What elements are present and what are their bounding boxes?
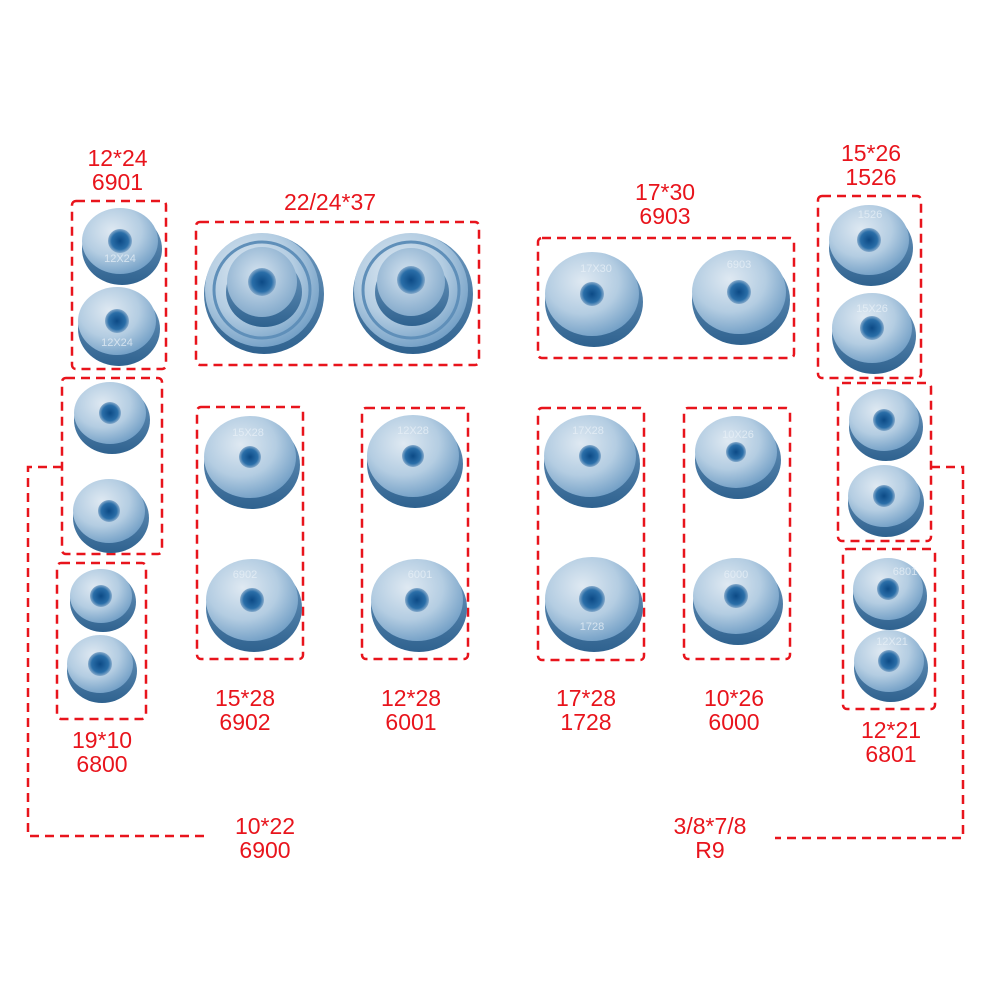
label-6901-size: 12*24: [87, 145, 148, 171]
adapter-1526-bottom: 15X26: [832, 293, 916, 374]
svg-text:12X21: 12X21: [876, 636, 908, 648]
label-6900-code: 6900: [239, 837, 291, 863]
label-1728-size: 17*28: [555, 685, 617, 711]
adapter-6000-top: 10X26: [695, 416, 781, 499]
adapter-6800-top: [70, 569, 136, 632]
label-6800: 19*10 6800: [57, 728, 147, 776]
label-6902: 15*28 6902: [200, 686, 290, 734]
adapter-6902-bottom: 6902: [206, 559, 302, 652]
frame-6902: [195, 405, 305, 661]
label-6902-size: 15*28: [214, 685, 276, 711]
adapter-6900-bottom: [73, 479, 149, 553]
leader-6900: [26, 465, 210, 838]
adapter-1728-bottom: 1728: [545, 557, 643, 652]
label-6000-code: 6000: [708, 709, 760, 735]
label-22-24x37: 22/24*37: [250, 190, 410, 214]
frame-6801: [841, 547, 937, 711]
svg-text:17X28: 17X28: [572, 425, 604, 437]
label-6903-size: 17*30: [634, 179, 696, 205]
label-6001-code: 6001: [385, 709, 437, 735]
adapter-6801-top: 6801: [853, 558, 927, 630]
adapter-1728-top: 17X28: [544, 415, 640, 508]
frame-r9: [836, 381, 933, 543]
cup-22-24x37-right: [353, 233, 473, 354]
svg-text:6801: 6801: [893, 566, 917, 578]
frame-22-24x37: [194, 220, 481, 367]
adapter-r9-bottom: [848, 465, 924, 537]
label-6001-size: 12*28: [380, 685, 442, 711]
label-6000: 10*26 6000: [689, 686, 779, 734]
adapter-6000-bottom: 6000: [693, 558, 783, 645]
label-6902-code: 6902: [219, 709, 271, 735]
label-r9: 3/8*7/8 R9: [655, 814, 765, 862]
adapter-6001-bottom: 6001: [371, 559, 467, 652]
label-6800-size: 19*10: [71, 727, 133, 753]
label-1728-code: 1728: [560, 709, 612, 735]
svg-text:17X30: 17X30: [580, 263, 612, 275]
adapter-1526-top: 1526: [829, 205, 913, 286]
svg-text:1526: 1526: [858, 209, 882, 221]
label-6801-code: 6801: [865, 741, 917, 767]
svg-text:15X28: 15X28: [232, 427, 264, 439]
label-6900-size: 10*22: [234, 813, 296, 839]
label-1526-code: 1526: [845, 164, 897, 190]
label-6901-code: 6901: [91, 169, 144, 195]
label-22-24x37-size: 22/24*37: [283, 189, 377, 215]
svg-text:6902: 6902: [233, 569, 257, 581]
adapter-6900-top: [74, 382, 150, 454]
frame-1526: [816, 194, 923, 380]
frame-6901: [70, 199, 168, 371]
frame-1728: [536, 406, 646, 662]
svg-text:10X26: 10X26: [722, 429, 754, 441]
label-6801-size: 12*21: [860, 717, 922, 743]
label-1728: 17*28 1728: [541, 686, 631, 734]
svg-text:6903: 6903: [727, 259, 751, 271]
label-r9-code: R9: [695, 837, 725, 863]
label-6800-code: 6800: [76, 751, 128, 777]
svg-text:1728: 1728: [580, 621, 604, 633]
label-1526-size: 15*26: [840, 140, 902, 166]
frame-6001: [360, 406, 470, 661]
svg-text:6001: 6001: [408, 569, 432, 581]
adapter-r9-top: [849, 389, 923, 461]
svg-text:12X28: 12X28: [397, 425, 429, 437]
label-6001: 12*28 6001: [366, 686, 456, 734]
svg-text:12X24: 12X24: [101, 337, 133, 349]
label-6900: 10*22 6900: [220, 814, 310, 862]
adapter-6902-top: 15X28: [204, 416, 300, 509]
leader-r9: [775, 465, 965, 840]
label-6801: 12*21 6801: [846, 718, 936, 766]
svg-text:12X24: 12X24: [104, 253, 136, 265]
frame-6903: [536, 236, 796, 360]
group-frames: [26, 194, 965, 840]
label-1526: 15*26 1526: [826, 141, 916, 189]
adapter-6801-bottom: 12X21: [854, 630, 928, 702]
adapter-6901-bottom: 12X24: [78, 287, 160, 366]
cup-22-24x37-left: [204, 233, 324, 354]
svg-text:15X26: 15X26: [856, 303, 888, 315]
adapter-6903-right: 6903: [692, 250, 790, 345]
label-6903: 17*30 6903: [620, 180, 710, 228]
label-6903-code: 6903: [639, 203, 691, 229]
label-6000-size: 10*26: [703, 685, 765, 711]
adapter-6903-left: 17X30: [545, 252, 643, 347]
adapter-6901-top: 12X24: [82, 208, 162, 285]
svg-text:6000: 6000: [724, 569, 748, 581]
label-6901: 12*24 6901: [75, 146, 160, 194]
frame-6000: [682, 406, 792, 661]
label-r9-size: 3/8*7/8: [673, 813, 747, 839]
adapter-6800-bottom: [67, 635, 137, 703]
adapter-6001-top: 12X28: [367, 415, 463, 508]
